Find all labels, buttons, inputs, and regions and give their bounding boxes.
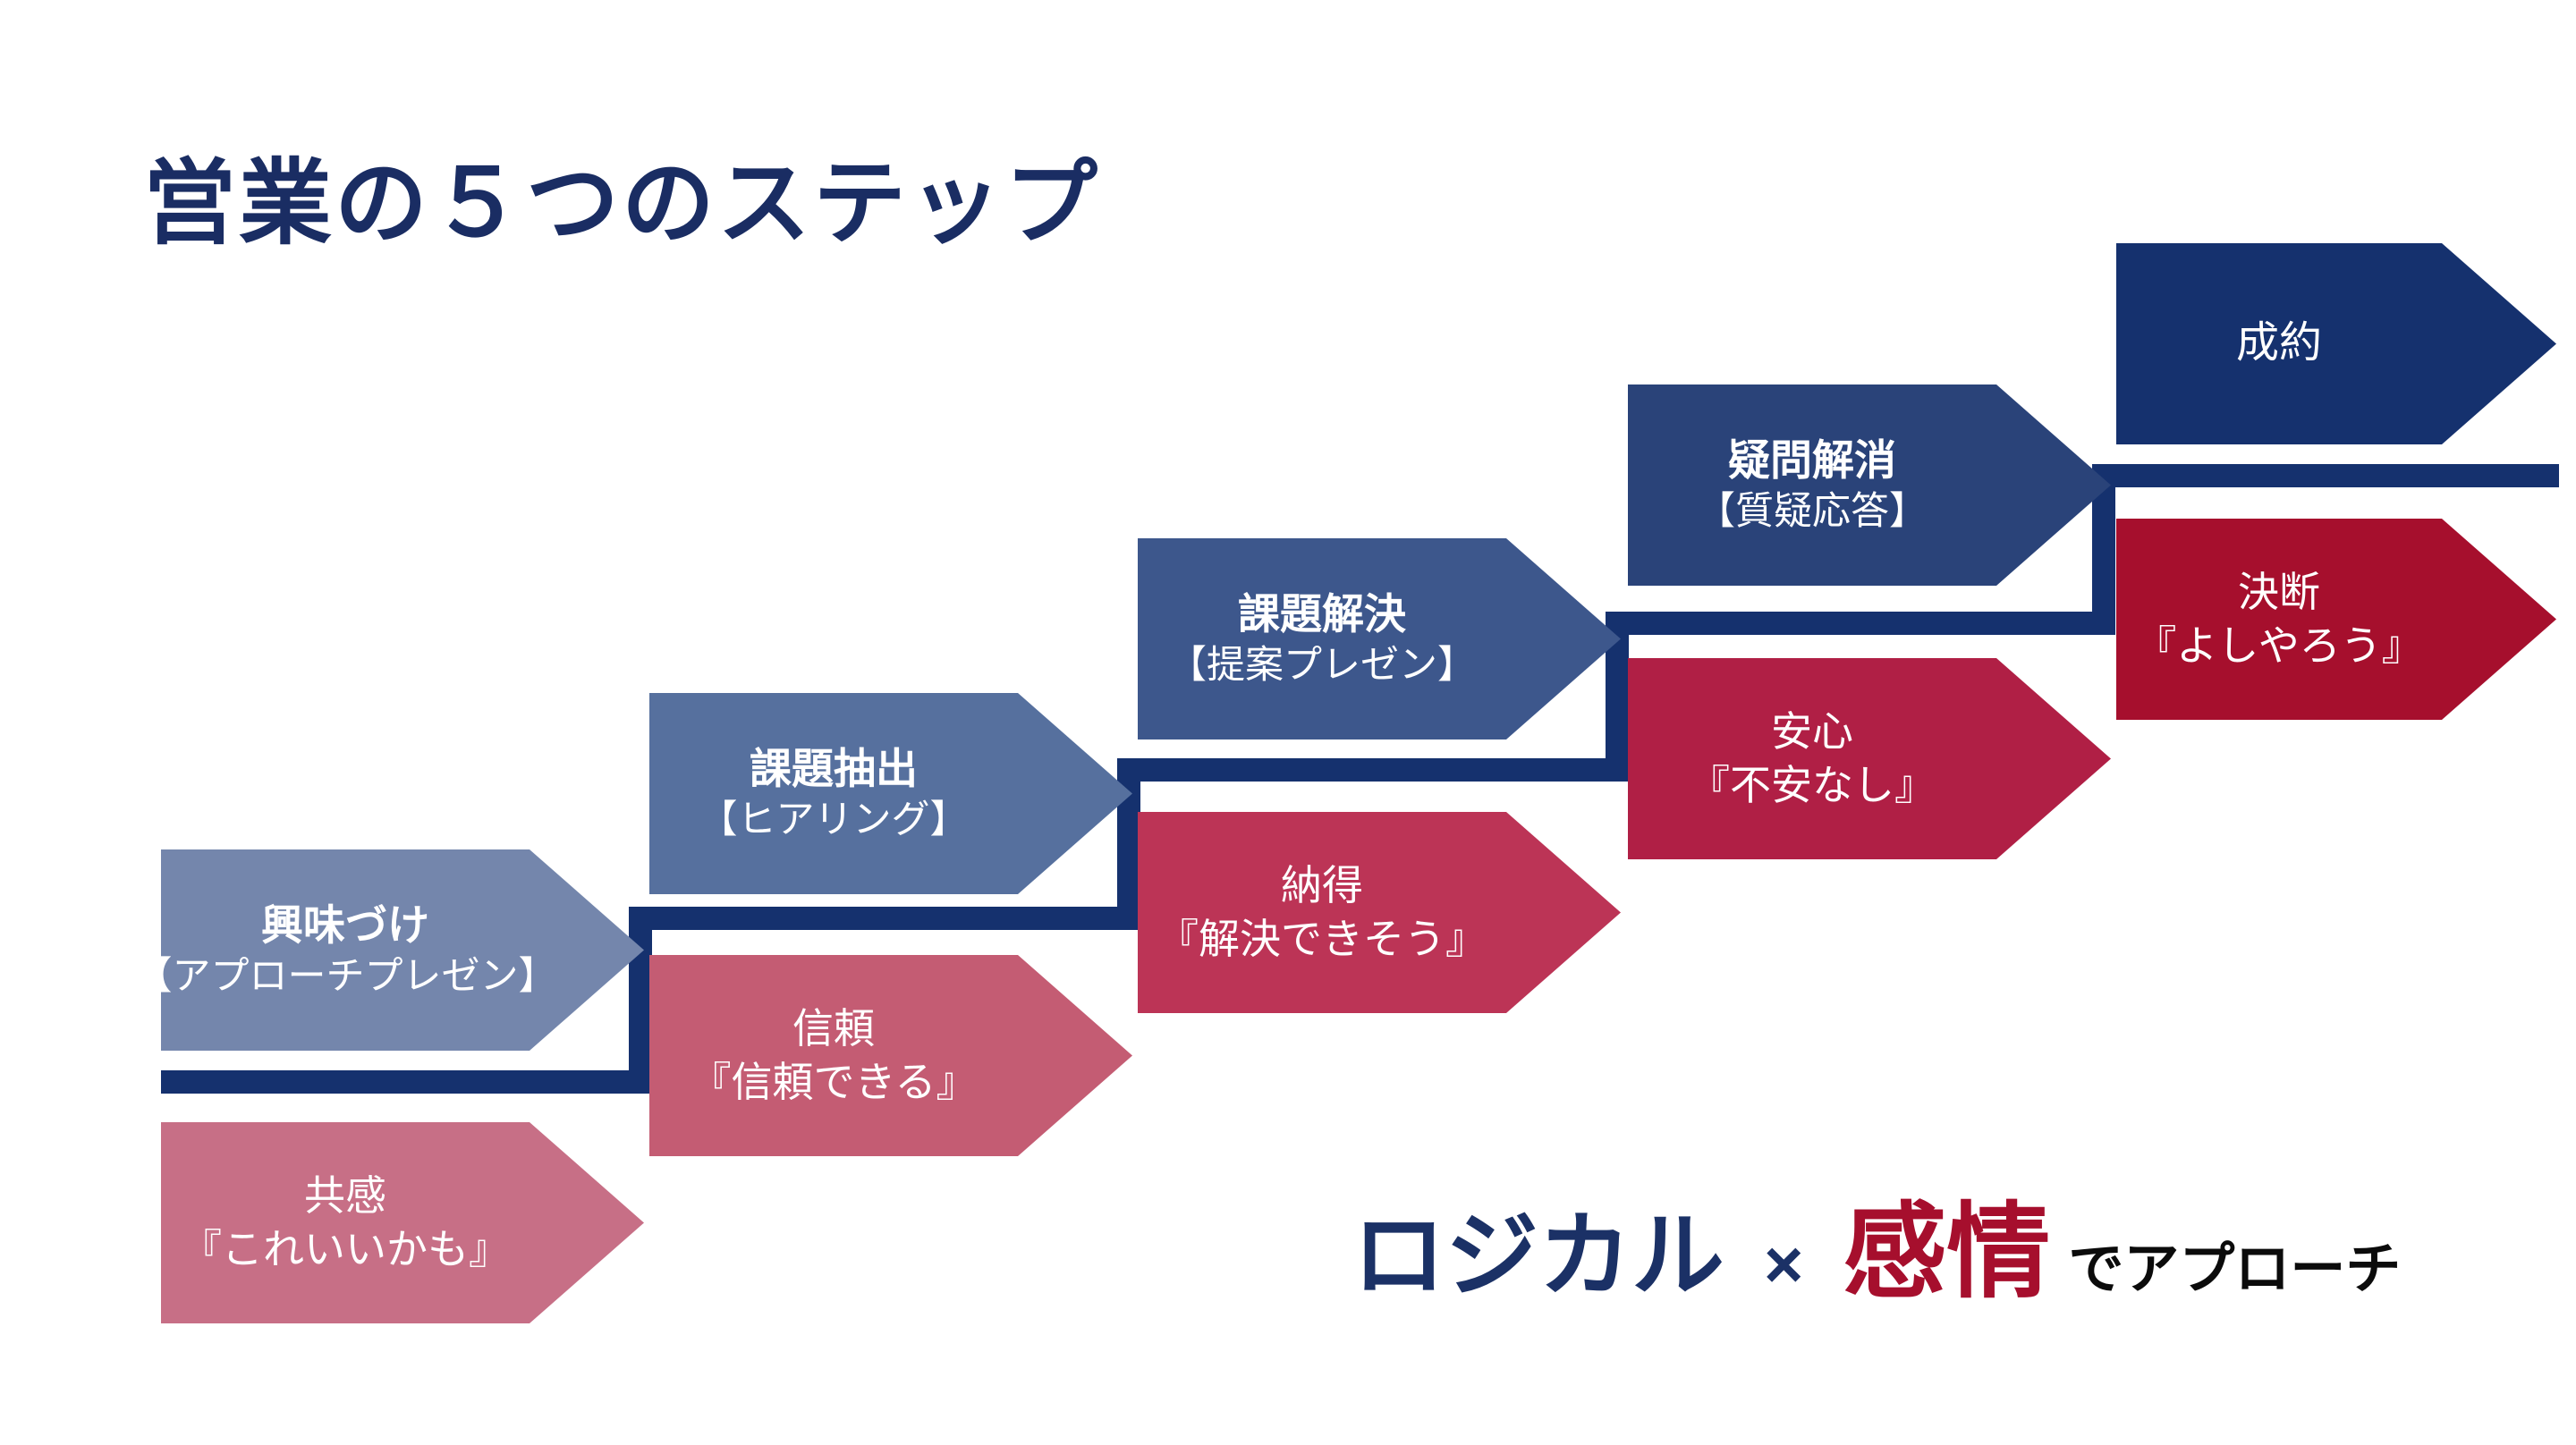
step1-logic-sublabel: 【アプローチプレゼン】 [133,955,557,999]
step4-emotion-arrow: 安心 『不安なし』 [1628,658,2111,859]
staircase-path [161,464,2559,1094]
step2-emotion-sublabel: 『信頼できる』 [690,1058,978,1105]
approach-tagline: ロジカル × 感情 でアプローチ [1352,1168,2401,1318]
multiply-icon: × [1764,1227,1804,1303]
step1-logic-arrow: 興味づけ 【アプローチプレゼン】 [161,849,644,1051]
step2-logic-sublabel: 【ヒアリング】 [699,799,969,842]
tagline-suffix-text: でアプローチ [2068,1238,2402,1300]
step4-emotion-label: 安心 [1771,707,1853,755]
slide-title: 営業の５つのステップ [143,152,1101,256]
tagline-emotion-text: 感情 [1843,1194,2051,1310]
step5-logic-label: 成約 [2235,319,2322,368]
step2-emotion-label: 信頼 [792,1004,875,1052]
step4-logic-label: 疑問解消 [1728,436,1896,484]
step1-emotion-arrow: 共感 『これいいかも』 [161,1122,644,1323]
step3-logic-arrow: 課題解決 【提案プレゼン】 [1138,538,1621,739]
step1-emotion-label: 共感 [304,1171,386,1219]
step4-emotion-sublabel: 『不安なし』 [1689,761,1936,808]
step2-emotion-arrow: 信頼 『信頼できる』 [649,955,1132,1156]
step1-logic-label: 興味づけ [261,901,429,949]
step2-logic-label: 課題抽出 [750,745,918,792]
step4-logic-arrow: 疑問解消 【質疑応答】 [1628,384,2111,586]
step5-emotion-label: 決断 [2238,568,2320,615]
step2-logic-arrow: 課題抽出 【ヒアリング】 [649,693,1132,894]
step3-logic-sublabel: 【提案プレゼン】 [1168,644,1476,688]
step1-emotion-sublabel: 『これいいかも』 [181,1225,510,1272]
step5-emotion-sublabel: 『よしやろう』 [2135,621,2423,669]
step4-logic-sublabel: 【質疑応答】 [1697,490,1928,534]
tagline-logical-text: ロジカル [1352,1204,1725,1308]
step3-logic-label: 課題解決 [1238,590,1406,638]
step3-emotion-label: 納得 [1281,861,1363,908]
step3-emotion-arrow: 納得 『解決できそう』 [1138,812,1621,1013]
step3-emotion-sublabel: 『解決できそう』 [1157,915,1487,962]
